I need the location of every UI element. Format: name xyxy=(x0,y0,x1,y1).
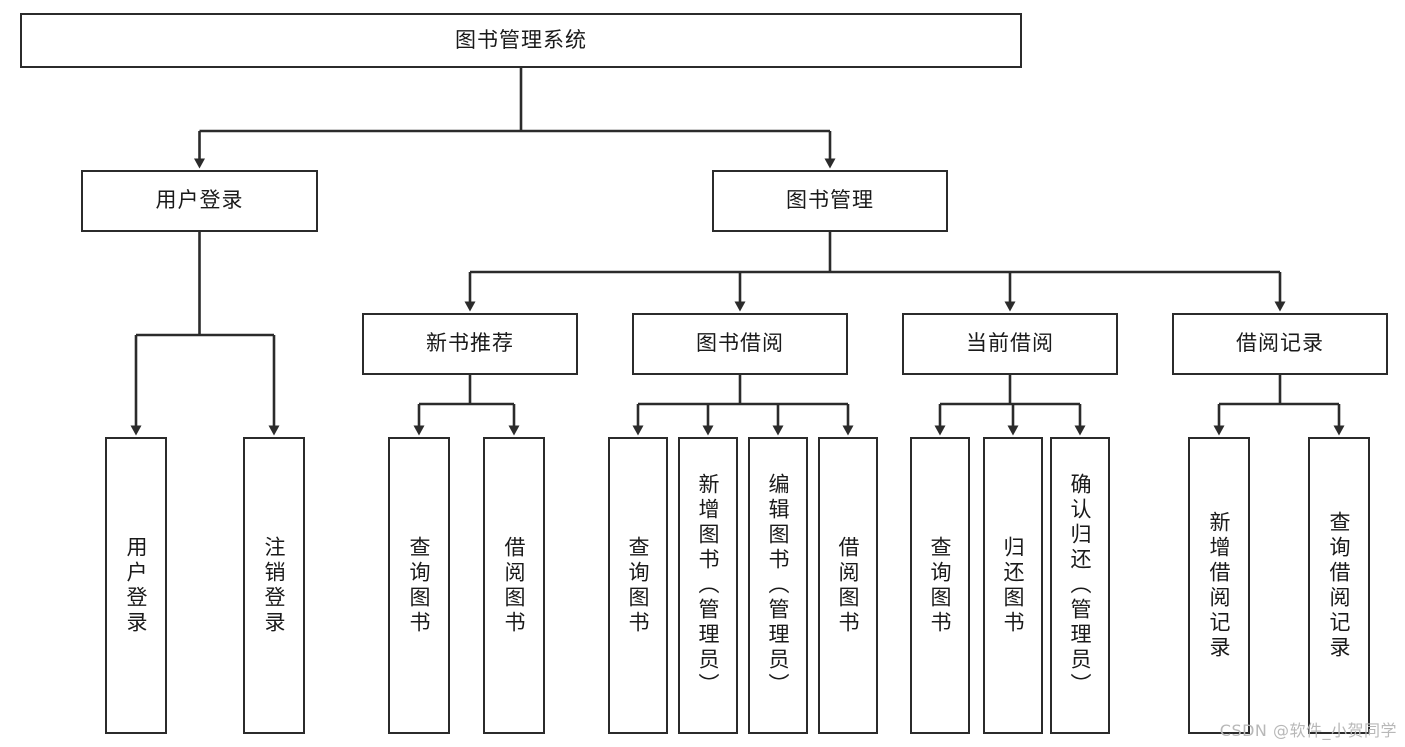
node-label: 编辑图书（管理员） xyxy=(766,473,791,698)
node-label: 借阅图书 xyxy=(836,535,861,636)
node-root[interactable]: 图书管理系统 xyxy=(20,13,1022,68)
node-l-qrec[interactable]: 查询借阅记录 xyxy=(1308,437,1370,734)
node-l-ret[interactable]: 归还图书 xyxy=(983,437,1043,734)
node-label: 当前借阅 xyxy=(966,331,1054,356)
node-label: 查询图书 xyxy=(407,535,432,636)
node-l-b1[interactable]: 借阅图书 xyxy=(483,437,545,734)
node-current[interactable]: 当前借阅 xyxy=(902,313,1118,375)
node-label: 图书管理系统 xyxy=(455,27,587,52)
node-bookmgmt[interactable]: 图书管理 xyxy=(712,170,948,232)
node-l-q2[interactable]: 查询图书 xyxy=(608,437,668,734)
node-label: 确认归还（管理员） xyxy=(1068,473,1093,698)
node-label: 用户登录 xyxy=(155,188,244,213)
node-records[interactable]: 借阅记录 xyxy=(1172,313,1388,375)
node-l-b2[interactable]: 借阅图书 xyxy=(818,437,878,734)
node-label: 归还图书 xyxy=(1001,535,1026,636)
node-l-conf[interactable]: 确认归还（管理员） xyxy=(1050,437,1110,734)
node-label: 新书推荐 xyxy=(426,331,514,356)
node-l-q1[interactable]: 查询图书 xyxy=(388,437,450,734)
node-l-addrec[interactable]: 新增借阅记录 xyxy=(1188,437,1250,734)
node-label: 借阅记录 xyxy=(1236,331,1324,356)
node-label: 图书借阅 xyxy=(696,331,784,356)
node-label: 图书管理 xyxy=(786,188,874,213)
node-label: 查询借阅记录 xyxy=(1327,510,1352,661)
node-label: 新增图书（管理员） xyxy=(696,473,721,698)
node-l-edit[interactable]: 编辑图书（管理员） xyxy=(748,437,808,734)
node-l-logout[interactable]: 注销登录 xyxy=(243,437,305,734)
node-borrow[interactable]: 图书借阅 xyxy=(632,313,848,375)
node-l-login[interactable]: 用户登录 xyxy=(105,437,167,734)
node-label: 注销登录 xyxy=(262,535,287,636)
node-label: 查询图书 xyxy=(928,535,953,636)
node-label: 用户登录 xyxy=(124,535,149,636)
node-label: 新增借阅记录 xyxy=(1207,510,1232,661)
node-l-q3[interactable]: 查询图书 xyxy=(910,437,970,734)
node-label: 查询图书 xyxy=(626,535,651,636)
node-label: 借阅图书 xyxy=(502,535,527,636)
node-l-add[interactable]: 新增图书（管理员） xyxy=(678,437,738,734)
node-login[interactable]: 用户登录 xyxy=(81,170,318,232)
node-newbook[interactable]: 新书推荐 xyxy=(362,313,578,375)
